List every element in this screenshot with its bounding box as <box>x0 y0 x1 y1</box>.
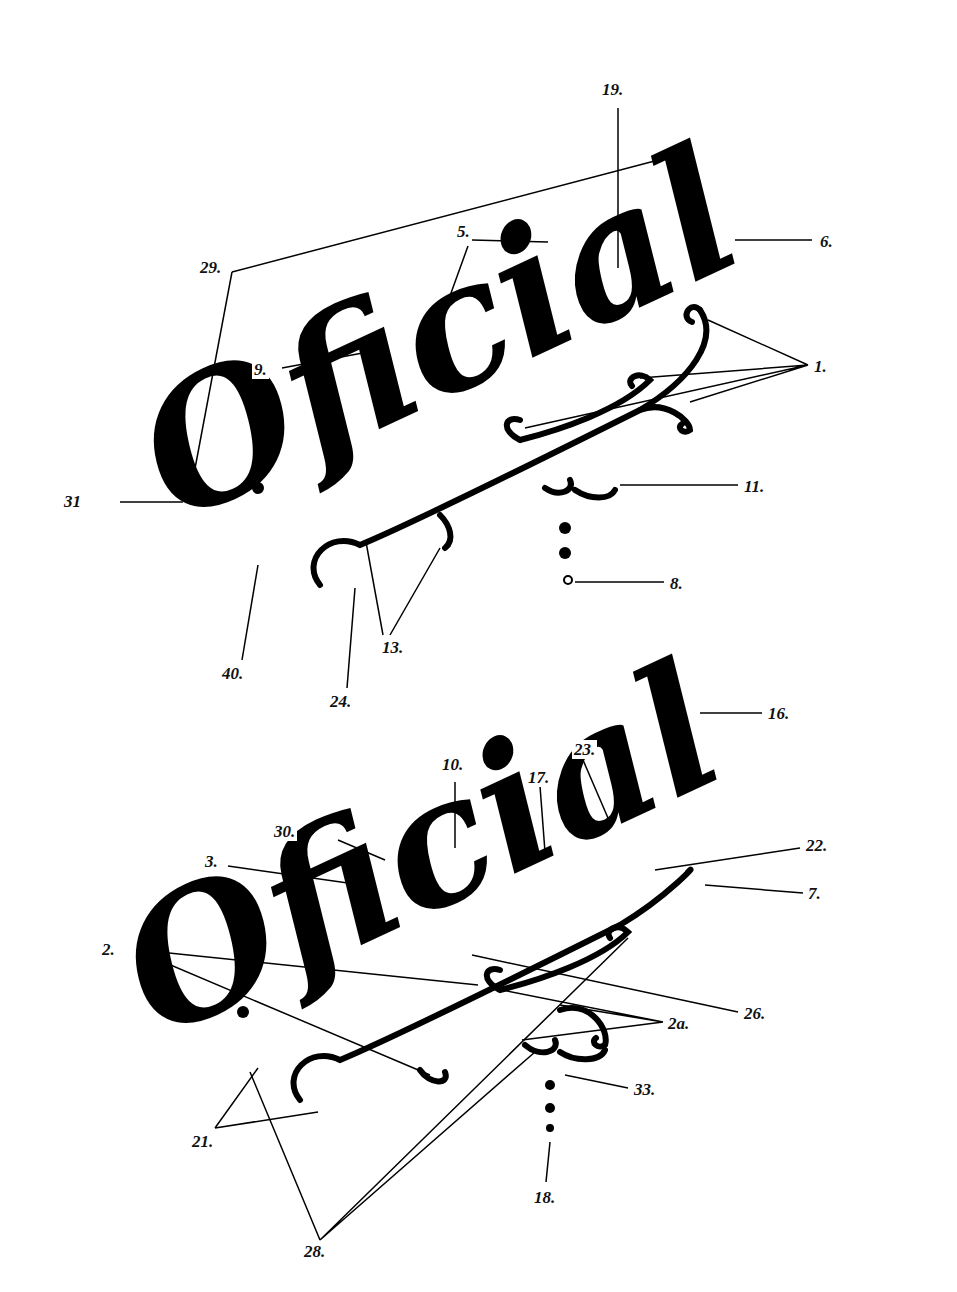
callout-number: 9. <box>252 360 269 379</box>
callout-number: 26. <box>742 1004 767 1023</box>
callout-number: 21. <box>190 1132 215 1151</box>
callout-number: 18. <box>532 1188 557 1207</box>
callout-number: 5. <box>455 222 472 241</box>
callout-number: 13. <box>380 638 405 657</box>
callout-number: 28. <box>302 1242 327 1261</box>
callout-number: 2a. <box>666 1014 691 1033</box>
callout-number: 1. <box>812 357 829 376</box>
callout-number: 23. <box>572 740 597 759</box>
callout-number: 6. <box>818 232 835 251</box>
callout-number: 33. <box>632 1080 657 1099</box>
callout-number: 30. <box>272 822 297 841</box>
callout-number: 19. <box>600 80 625 99</box>
callout-number: 31 <box>62 492 83 511</box>
callout-number: 8. <box>668 574 685 593</box>
callout-number: 3. <box>203 852 220 871</box>
callout-number: 10. <box>440 755 465 774</box>
lettering-word: Oficial <box>96 637 743 1063</box>
callout-number: 29. <box>198 258 223 277</box>
callout-number: 16. <box>766 704 791 723</box>
callout-number: 11. <box>742 477 766 496</box>
callout-number: 24. <box>328 692 353 711</box>
callout-number: 2. <box>100 940 117 959</box>
callout-number: 7. <box>806 884 823 903</box>
callout-number: 17. <box>526 768 551 787</box>
lettering-word: Oficial <box>114 121 761 547</box>
callout-number: 40. <box>220 664 245 683</box>
callout-number: 22. <box>804 836 829 855</box>
